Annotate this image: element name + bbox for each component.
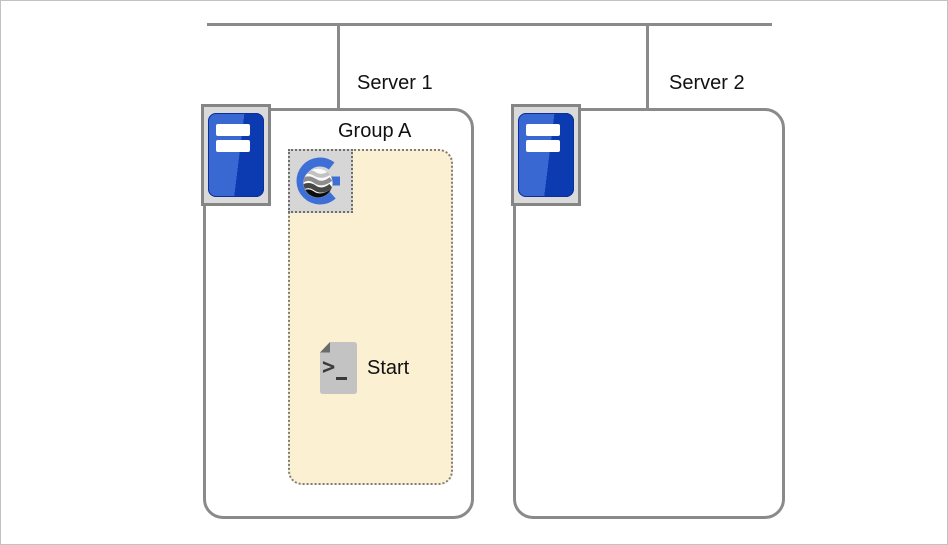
- task-start-label[interactable]: Start: [367, 357, 410, 379]
- server-tower-icon: [208, 113, 264, 197]
- server-tower-icon: [518, 113, 574, 197]
- server-slot-bar: [216, 140, 250, 152]
- network-bus-line: [207, 23, 772, 26]
- server1-icon[interactable]: [201, 104, 271, 206]
- group-logo-tile[interactable]: [288, 149, 353, 213]
- script-terminal-icon[interactable]: >: [319, 342, 358, 394]
- server-slot-bar: [216, 124, 250, 136]
- server-slot-bar: [526, 124, 560, 136]
- g-globe-logo-icon: [296, 157, 340, 205]
- server1-label: Server 1: [357, 72, 433, 94]
- server2-icon[interactable]: [511, 104, 581, 206]
- server2-label: Server 2: [669, 72, 745, 94]
- server-slot-bar: [526, 140, 560, 152]
- server2-connector-line: [646, 23, 649, 109]
- group-a-label: Group A: [338, 120, 412, 142]
- server1-connector-line: [337, 23, 340, 109]
- svg-text:>: >: [322, 355, 335, 380]
